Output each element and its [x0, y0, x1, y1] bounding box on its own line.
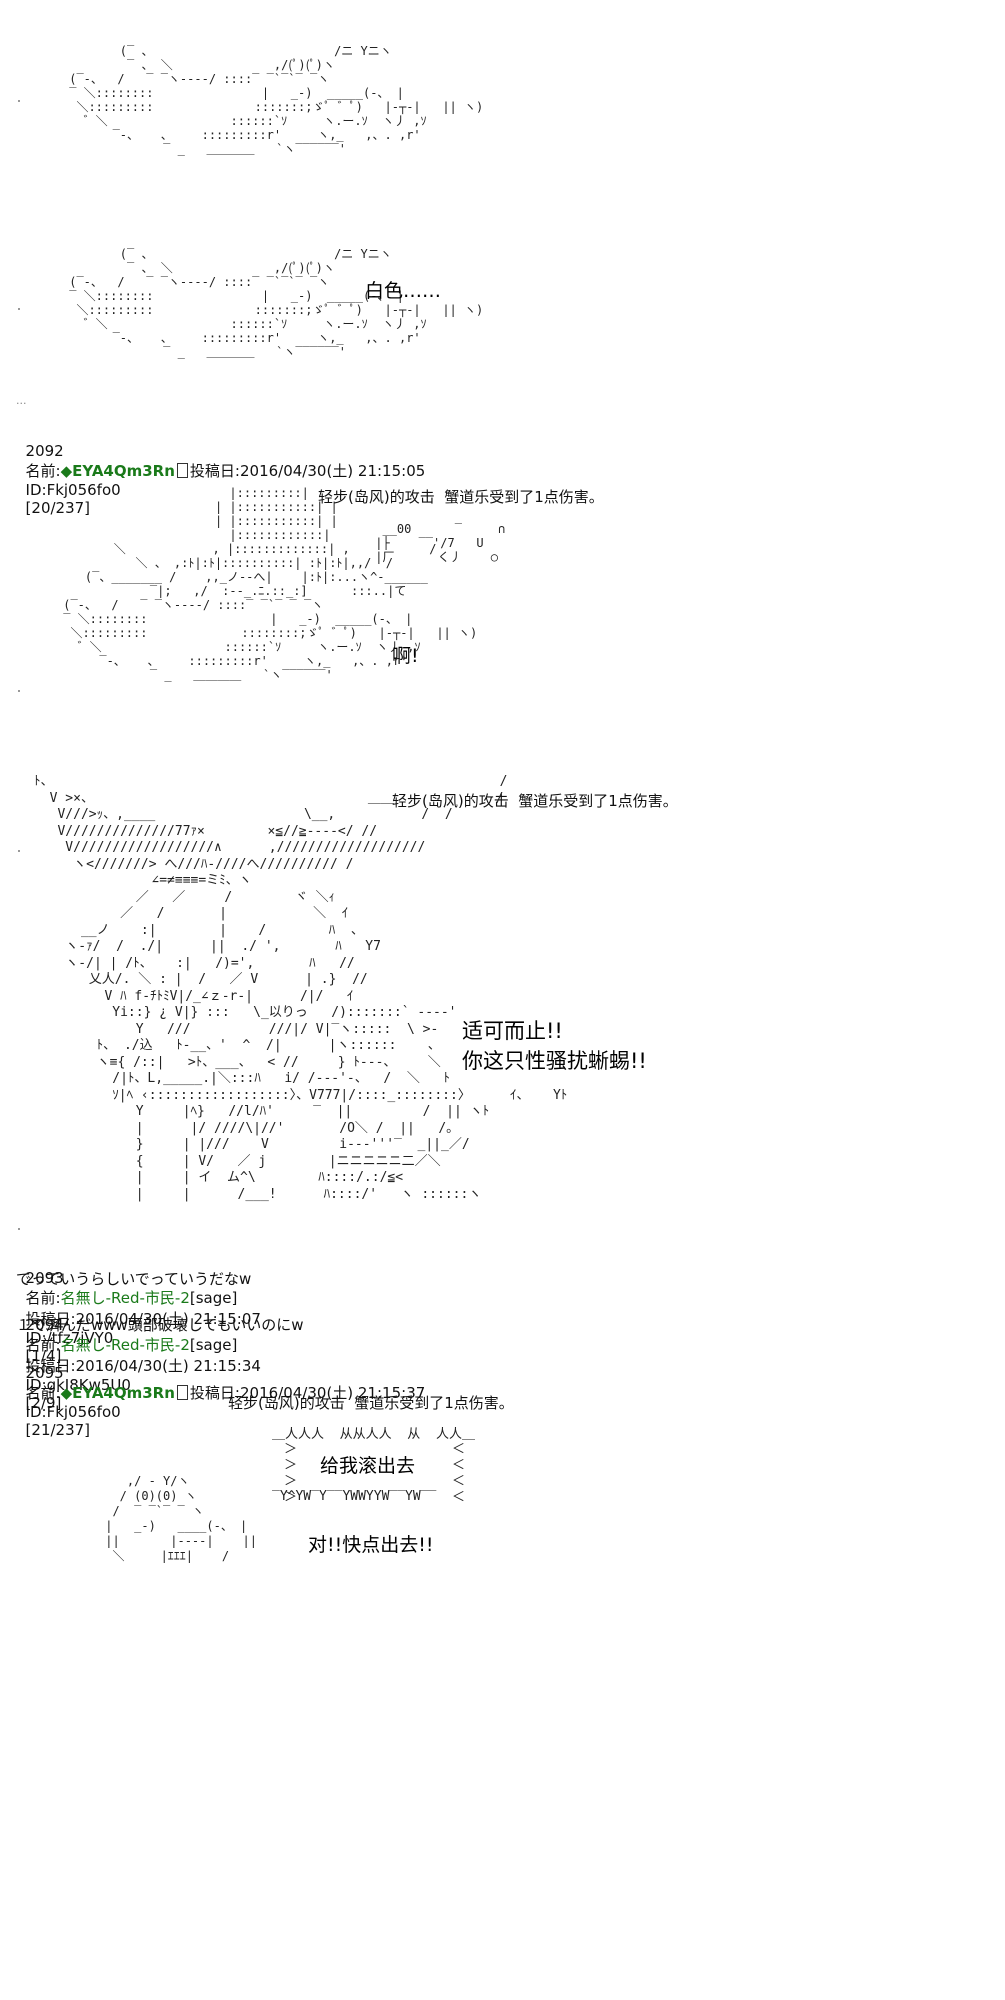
dialogue-line1: 适可而止!!	[462, 1019, 563, 1043]
margin-dot	[18, 308, 20, 310]
post-count: [20/237]	[25, 499, 91, 517]
dialogue-line2: 你这只性骚扰蜥蜴!!	[462, 1049, 647, 1073]
shout-text: 给我滚出去	[320, 1455, 416, 1477]
poster-trip: ◆EYA4Qm3Rn	[60, 462, 175, 480]
post-header-2094: 2094 名前:名無し-Red-市民-2[sage] 投稿日:2016/04/3…	[16, 1298, 261, 1412]
sage-tag: [sage]	[189, 1289, 238, 1307]
post-datetime: 2016/04/30(土) 21:15:34	[75, 1357, 261, 1375]
sfx-ascii-art: __00 ‾ ∩ |├ ‾‾'/7 U |厂 く丿 ○	[375, 522, 506, 564]
poster-name: 名無し-Red-市民-2	[60, 1289, 190, 1307]
dialogue-ah: 啊!	[392, 645, 419, 667]
margin-dot	[18, 1228, 20, 1230]
dialogue-get-out: 对!!快点出去!!	[308, 1534, 434, 1556]
post-count: [21/237]	[25, 1421, 91, 1439]
poster-id[interactable]: ID:Fkj056fo0	[25, 481, 121, 499]
narration-2095: 轻步(岛风)的攻击 蟹道乐受到了1点伤害。	[228, 1394, 514, 1412]
posted-label: 投稿日:	[25, 1357, 76, 1375]
crab-ascii-art-2: (‾ 、 /ニ Yニヽ ‾ 、 ＼ ,/(ﾟ)(ﾟ)ヽ (‾‐、 / ‾ ‾ヽ‐…	[69, 247, 484, 359]
shout-box-left: ＞＞＞＞	[284, 1442, 298, 1505]
name-label: 名前:	[25, 1384, 61, 1402]
post-body-2094: １で済んだwww頭部破壊してもいいのにw	[16, 1316, 304, 1334]
post-number[interactable]: 2092	[25, 442, 64, 460]
post-body-2093: でっていうらしいでっていうだなw	[16, 1270, 252, 1288]
post-header-2092: 2092 名前:◆EYA4Qm3Rn 投稿日:2016/04/30(土) 21:1…	[16, 424, 426, 517]
name-label: 名前:	[25, 1336, 61, 1354]
narration-2092: 轻步(岛风)的攻击 蟹道乐受到了1点伤害。	[318, 488, 604, 506]
post-number[interactable]: 2095	[25, 1364, 64, 1382]
shout-box-right: ＜＜＜＜	[452, 1442, 466, 1505]
ellipsis-mark: ...	[16, 394, 27, 407]
post-datetime: 2016/04/30(土) 21:15:07	[75, 1310, 261, 1328]
post-datetime: 2016/04/30(土) 21:15:37	[239, 1384, 426, 1402]
narration-panel4: 轻步(岛风)的攻击 蟹道乐受到了1点伤害。	[392, 792, 678, 810]
margin-dot	[18, 690, 20, 692]
post-number[interactable]: 2094	[25, 1316, 64, 1334]
post-count: [1/4]	[25, 1347, 62, 1365]
posted-label: 投稿日:	[189, 462, 240, 480]
dialogue-white: 白色……	[365, 280, 442, 302]
poster-id[interactable]: ID:/tfz7jVY0	[25, 1329, 114, 1347]
posted-label: 投稿日:	[189, 1384, 240, 1402]
girl-ascii-art: ﾄ、 / V >×、 ＿＿ / V///>ｯ、,____ \__, / / V/…	[34, 774, 568, 1202]
post-number[interactable]: 2093	[25, 1269, 64, 1287]
name-label: 名前:	[25, 1289, 61, 1307]
poster-name: 名無し-Red-市民-2	[60, 1336, 190, 1354]
missing-glyph-box	[176, 463, 188, 478]
post-datetime: 2016/04/30(土) 21:15:05	[239, 462, 426, 480]
margin-dot	[18, 850, 20, 852]
shout-box-top: ＿人人人 从从人人 从 人人＿	[272, 1427, 475, 1442]
poster-id[interactable]: ID:Fkj056fo0	[25, 1403, 121, 1421]
poster-trip: ◆EYA4Qm3Rn	[60, 1384, 175, 1402]
poster-id[interactable]: ID:gkJ8Kw5U0	[25, 1376, 131, 1394]
tower-crab-ascii-art: |:::::::::| | |:::::::::::| | | |:::::::…	[63, 486, 478, 682]
crab-ascii-art-1: (‾ 、 /ニ Yニヽ ‾ 、 ＼ ,/(ﾟ)(ﾟ)ヽ (‾‐、 / ‾ ‾ヽ‐…	[69, 44, 484, 156]
shout-box-bottom: ‾Y^YW‾Y‾‾YWWYYW‾‾YW‾‾	[272, 1489, 437, 1504]
post-header-2093: 2093 名前:名無し-Red-市民-2[sage] 投稿日:2016/04/3…	[16, 1251, 261, 1365]
small-crab-ascii-art: ,/ ‐ Y/ヽ / (0)(0) ヽ / ‾ ‾`‾ ‾ ヽ | _-) __…	[105, 1474, 257, 1563]
post-count: [2/9]	[25, 1394, 62, 1412]
missing-glyph-box	[176, 1385, 188, 1400]
posted-label: 投稿日:	[25, 1310, 76, 1328]
name-label: 名前:	[25, 462, 61, 480]
sage-tag: [sage]	[189, 1336, 238, 1354]
margin-dot	[18, 100, 20, 102]
